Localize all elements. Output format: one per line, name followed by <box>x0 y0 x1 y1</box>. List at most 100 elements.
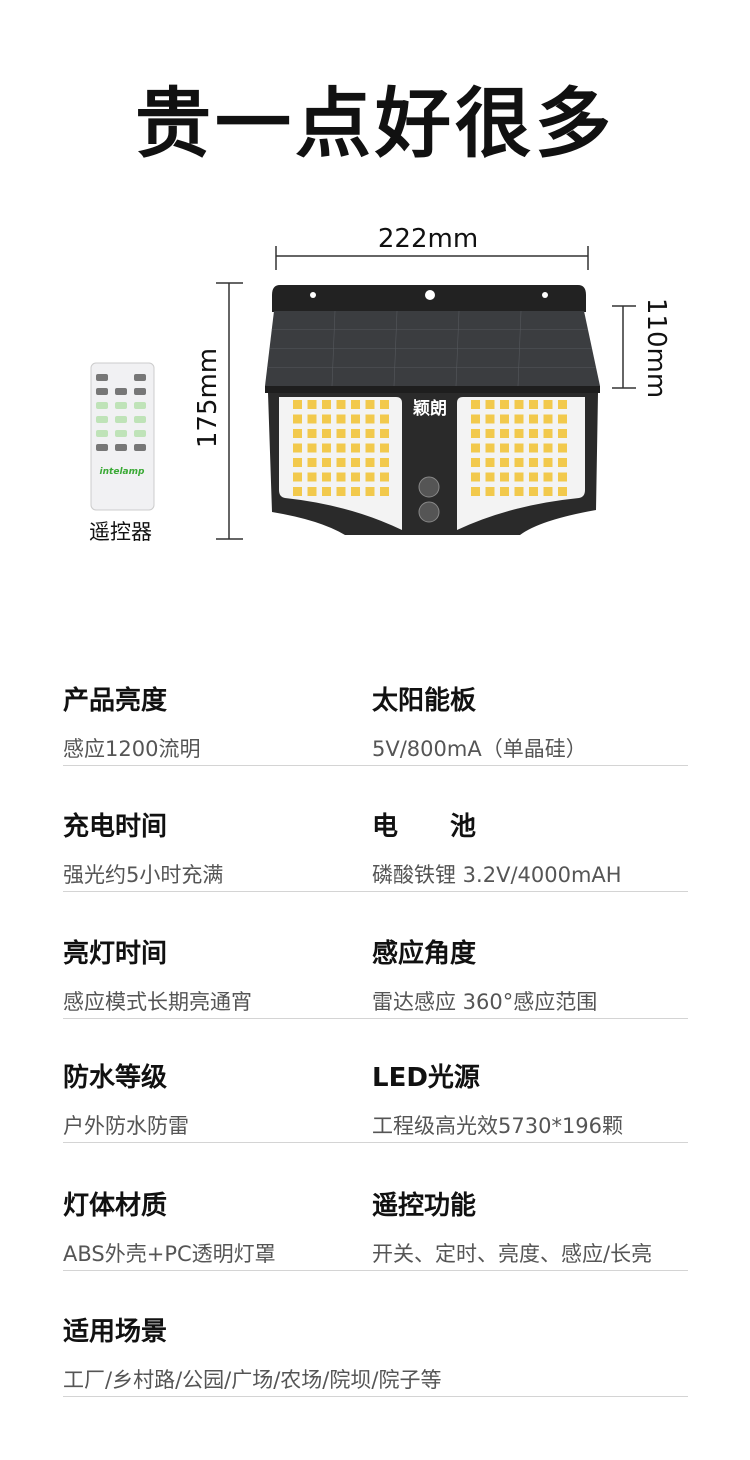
led-chip <box>322 400 331 409</box>
led-chip <box>514 458 524 467</box>
spec-label: 太阳能板 <box>372 686 477 716</box>
spec-value: 5V/800mA（单晶硅） <box>372 737 587 761</box>
led-chip <box>293 487 302 496</box>
led-chip <box>543 487 553 496</box>
led-chip <box>529 400 538 409</box>
remote-button <box>134 444 146 451</box>
led-chip <box>336 458 346 467</box>
remote-button <box>134 430 146 437</box>
led-chip <box>558 487 567 496</box>
divider <box>63 1396 688 1397</box>
spec-value: 工厂/乡村路/公园/广场/农场/院坝/院子等 <box>63 1368 442 1392</box>
remote-button <box>115 416 127 423</box>
led-chip <box>543 443 553 453</box>
led-chip <box>322 414 331 424</box>
led-chip <box>336 429 346 438</box>
spec-item: 充电时间强光约5小时充满 <box>63 806 223 889</box>
led-chip <box>293 429 302 438</box>
led-chip <box>514 429 524 438</box>
led-chip <box>543 414 553 424</box>
spec-value: 户外防水防雷 <box>63 1114 189 1138</box>
led-chip <box>471 472 480 482</box>
led-chip <box>471 443 480 453</box>
led-chip <box>380 414 389 424</box>
led-chip <box>307 472 317 482</box>
led-chip <box>322 429 331 438</box>
led-chip <box>529 429 538 438</box>
remote-button <box>96 444 108 451</box>
spec-item: LED光源工程级高光效5730*196颗 <box>372 1057 623 1140</box>
spec-value: 雷达感应 360°感应范围 <box>372 990 598 1014</box>
spec-item: 亮灯时间感应模式长期亮通宵 <box>63 933 252 1016</box>
spec-value: 工程级高光效5730*196颗 <box>372 1114 624 1138</box>
led-chip <box>380 400 389 409</box>
led-chip <box>485 429 495 438</box>
spec-item: 产品亮度感应1200流明 <box>63 680 200 763</box>
remote-button <box>115 402 127 409</box>
led-chip <box>500 414 509 424</box>
spec-label: 灯体材质 <box>63 1191 168 1221</box>
led-chip <box>307 487 317 496</box>
spec-value: ABS外壳+PC透明灯罩 <box>63 1242 276 1266</box>
led-chip <box>514 400 524 409</box>
led-chip <box>500 458 509 467</box>
led-chip <box>529 472 538 482</box>
led-chip <box>558 472 567 482</box>
spec-value: 开关、定时、亮度、感应/长亮 <box>372 1242 653 1266</box>
spec-item: 灯体材质 ABS外壳+PC透明灯罩 <box>63 1185 276 1268</box>
remote-button <box>134 388 146 395</box>
panel-grid-line <box>331 310 336 387</box>
led-chip <box>471 429 480 438</box>
solar-lamp: 颖朗 <box>265 285 600 535</box>
led-chip <box>543 400 553 409</box>
led-chip <box>365 443 375 453</box>
width-dimension: 222mm <box>275 224 589 270</box>
led-chip <box>351 472 360 482</box>
lamp-logo: 颖朗 <box>413 398 447 419</box>
spec-item: 防水等级户外防水防雷 <box>63 1057 189 1140</box>
led-chip <box>543 472 553 482</box>
led-chip <box>336 472 346 482</box>
led-chip <box>307 458 317 467</box>
spec-item: 适用场景工厂/乡村路/公园/广场/农场/院坝/院子等 <box>63 1311 441 1394</box>
led-chip <box>322 472 331 482</box>
remote-button <box>115 430 127 437</box>
led-chip <box>365 429 375 438</box>
remote-button <box>115 388 127 395</box>
spec-value: 磷酸铁锂 3.2V/4000mAH <box>372 863 622 887</box>
led-chip <box>380 458 389 467</box>
page-title: 贵一点好很多 <box>135 79 615 168</box>
led-chip <box>514 443 524 453</box>
divider <box>63 1270 688 1271</box>
led-chip <box>365 487 375 496</box>
led-chip <box>293 443 302 453</box>
height-dimension: 175mm <box>193 282 243 540</box>
led-chip <box>471 458 480 467</box>
led-chip <box>529 443 538 453</box>
led-chip <box>514 472 524 482</box>
led-chip <box>558 429 567 438</box>
led-chip <box>322 443 331 453</box>
led-chip <box>351 443 360 453</box>
led-chip <box>307 400 317 409</box>
remote-button <box>96 416 108 423</box>
led-chip <box>307 429 317 438</box>
spec-value: 感应1200流明 <box>63 737 201 761</box>
led-chip <box>380 443 389 453</box>
divider <box>63 1142 688 1143</box>
led-chip <box>471 400 480 409</box>
led-chip <box>365 414 375 424</box>
led-chip <box>380 472 389 482</box>
led-chip <box>514 414 524 424</box>
spec-label: 适用场景 <box>63 1317 168 1347</box>
led-chip <box>529 414 538 424</box>
led-chip <box>558 414 567 424</box>
led-chip <box>351 429 360 438</box>
remote-button <box>115 444 127 451</box>
led-chip <box>485 487 495 496</box>
led-chip <box>485 400 495 409</box>
remote-label: 遥控器 <box>89 520 152 544</box>
width-label: 222mm <box>378 224 478 254</box>
panel-dimension: 110mm <box>612 298 671 398</box>
product-illustration: 222mm 175mm 110mm 颖朗 intelamp <box>90 224 671 540</box>
